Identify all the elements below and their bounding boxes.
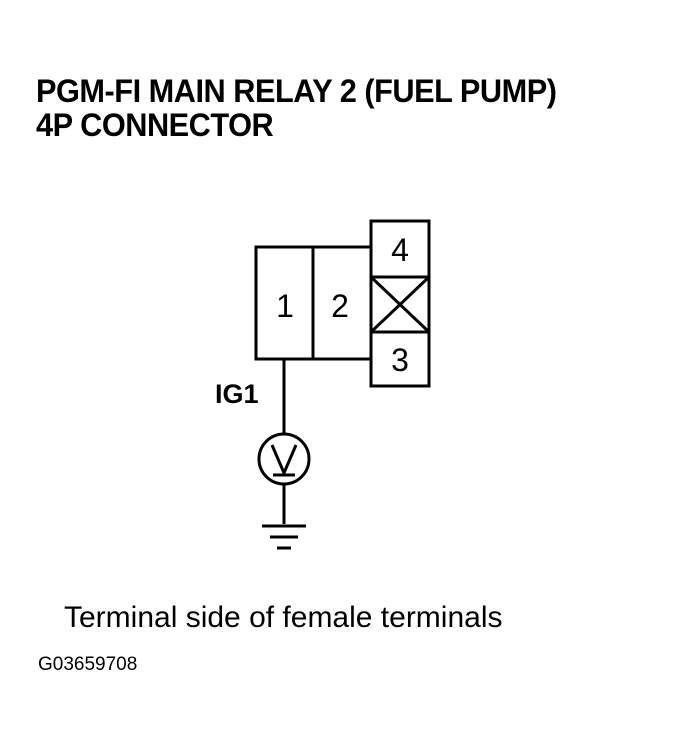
ground-icon (262, 524, 306, 550)
title-line-2: 4P CONNECTOR (36, 107, 274, 143)
diagram-caption: Terminal side of female terminals (64, 601, 503, 634)
connector-right-column (369, 219, 431, 388)
blank-cavity-x-icon (369, 275, 431, 334)
figure-id: G03659708 (38, 654, 138, 675)
terminal-4-label: 4 (391, 232, 409, 268)
title-line-1: PGM-FI MAIN RELAY 2 (FUEL PUMP) (36, 73, 557, 109)
voltmeter-icon (257, 432, 311, 486)
terminal-2-label: 2 (331, 288, 349, 324)
terminal-3-label: 3 (391, 342, 409, 378)
terminal-1-label: 1 (276, 288, 294, 324)
wire-label-ig1: IG1 (215, 379, 259, 409)
